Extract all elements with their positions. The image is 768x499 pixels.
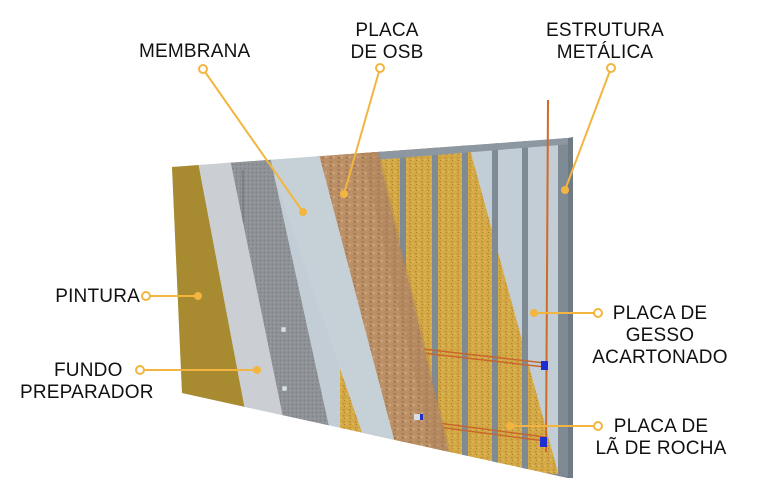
layer-membrana [255,138,410,478]
layer-tela [215,138,345,478]
label-pintura: PINTURA [55,286,140,307]
layer-target-dots [194,186,569,430]
label-placa-osb: PLACA DE OSB [350,20,424,63]
layer-osb [305,138,460,478]
electrical-box-icon [540,437,547,447]
leader-lines [140,67,612,427]
label-anchor-circles [135,63,616,431]
label-fundo-preparador: FUNDO PREPARADOR [20,360,154,403]
frame-edge [568,137,573,478]
layer-fundo-preparador [185,138,300,478]
label-placa-gesso: PLACA DE GESSO ACARTONADO [592,303,728,368]
label-estrutura-metalica: ESTRUTURA METÁLICA [546,20,664,63]
electrical-box-icon [541,361,548,370]
wall-layers [172,138,568,478]
vertical-conduit [545,99,549,453]
label-membrana: MEMBRANA [139,41,251,62]
label-placa-la-de-rocha: PLACA DE LÃ DE ROCHA [595,416,727,459]
